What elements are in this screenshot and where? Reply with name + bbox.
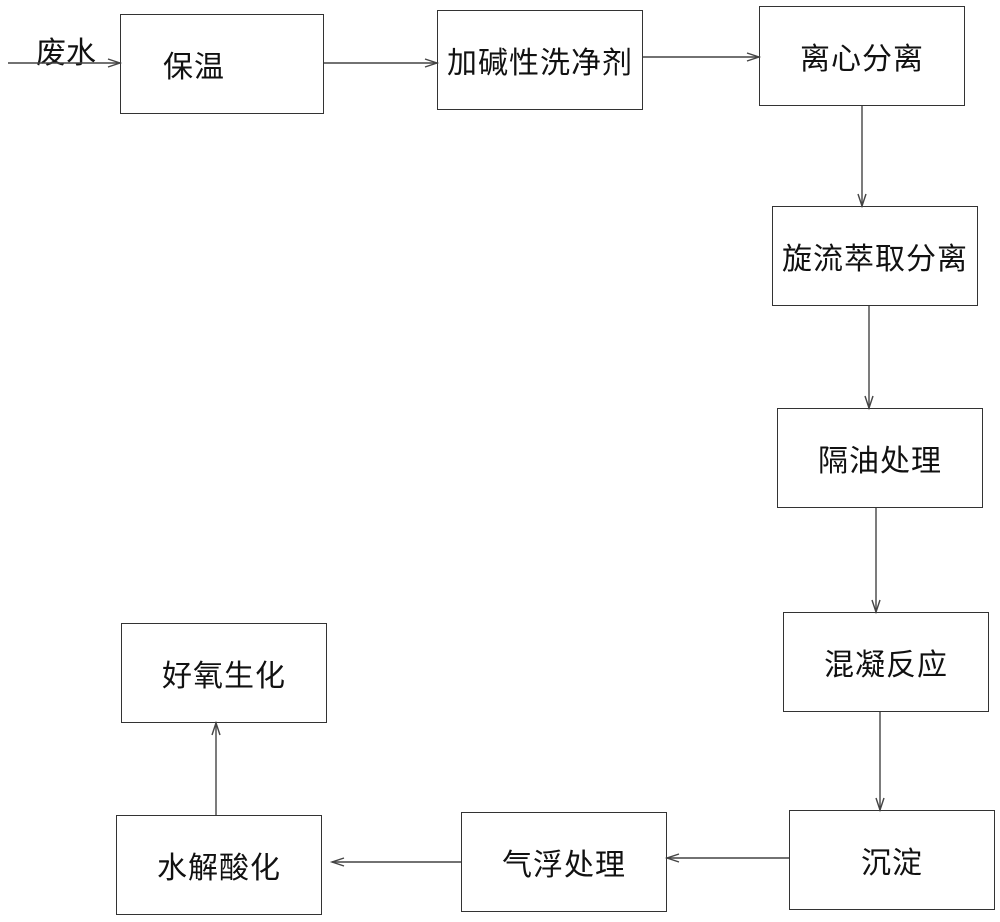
input-label-wastewater: 废水 <box>36 36 96 71</box>
arrow-insulation-to-alkali <box>324 58 440 68</box>
step-sedimentation: 沉淀 <box>789 810 995 910</box>
arrow-hydrolysis-to-aerobic <box>211 720 221 815</box>
arrow-centrifugal-to-cyclone <box>857 106 867 209</box>
arrow-input-to-insulation <box>8 58 123 68</box>
arrow-cyclone-to-oil <box>864 306 874 411</box>
arrow-alkali-to-centrifugal <box>643 52 762 62</box>
step-alkali-detergent: 加碱性洗净剂 <box>437 10 643 110</box>
step-coagulation: 混凝反应 <box>783 612 989 712</box>
step-aerobic-biochemical: 好氧生化 <box>121 623 327 723</box>
step-centrifugal-separation: 离心分离 <box>759 6 965 106</box>
step-hydrolysis-acidification: 水解酸化 <box>116 815 322 915</box>
arrow-air-flotation-to-hydrolysis <box>329 857 461 867</box>
step-insulation: 保温 <box>120 14 324 114</box>
arrow-coagulation-to-sedimentation <box>875 712 885 813</box>
arrow-sedimentation-to-air-flotation <box>664 853 789 863</box>
arrow-oil-to-coagulation <box>871 508 881 615</box>
step-oil-separation: 隔油处理 <box>777 408 983 508</box>
step-air-flotation: 气浮处理 <box>461 812 667 912</box>
step-cyclone-extraction: 旋流萃取分离 <box>772 206 978 306</box>
